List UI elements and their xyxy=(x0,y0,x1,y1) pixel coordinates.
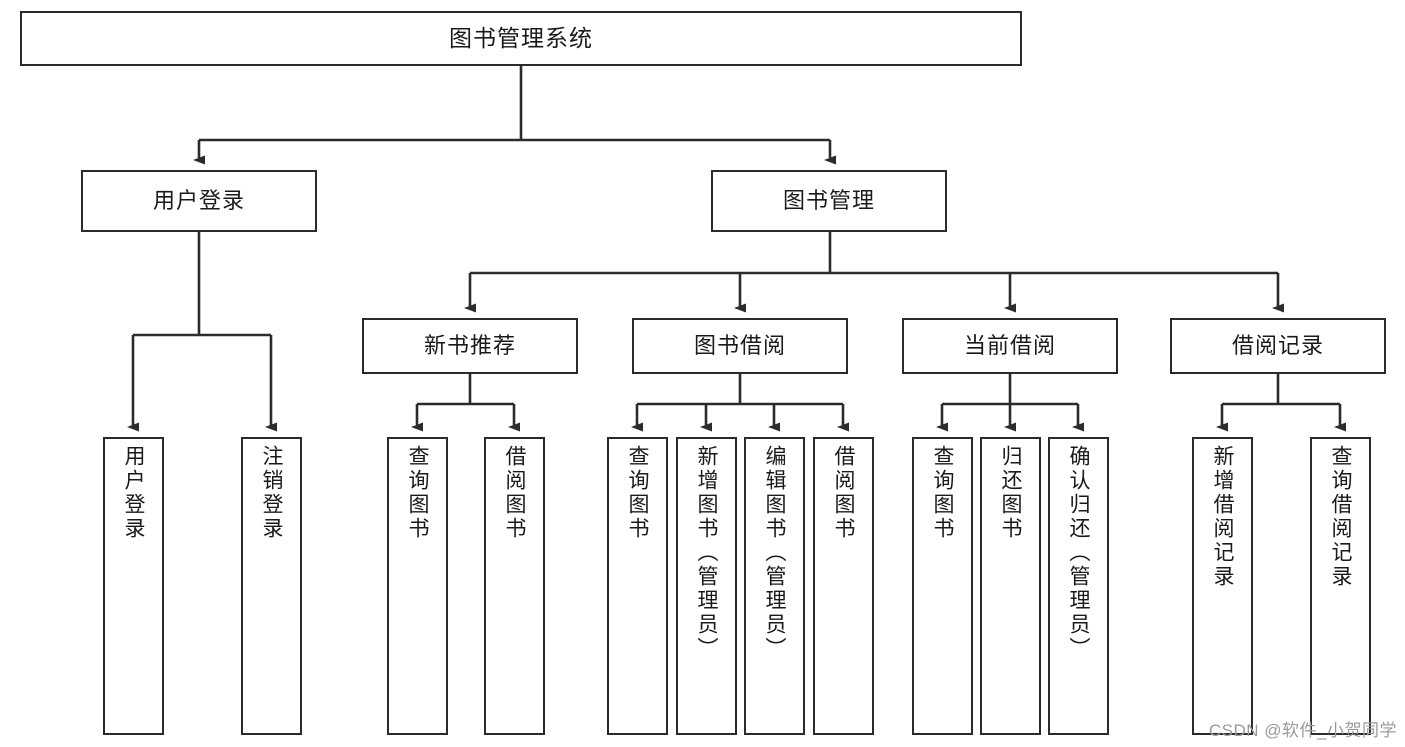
node-label: 归还图书 xyxy=(999,445,1022,541)
node-label: 图书借阅 xyxy=(693,333,786,359)
node-label: 图书管理系统 xyxy=(449,25,593,52)
node-label: 确认归还（管理员） xyxy=(1067,445,1090,661)
node-label: 借阅图书 xyxy=(832,445,855,541)
node-label: 新增借阅记录 xyxy=(1211,445,1234,589)
node-label: 用户登录 xyxy=(122,445,145,541)
node-label: 查询图书 xyxy=(931,445,954,541)
node-leaf-query-books-current[interactable]: 查询图书 xyxy=(912,437,973,735)
node-leaf-return-books[interactable]: 归还图书 xyxy=(980,437,1041,735)
node-leaf-edit-book-admin[interactable]: 编辑图书（管理员） xyxy=(744,437,805,735)
node-label: 注销登录 xyxy=(260,445,283,541)
node-label: 当前借阅 xyxy=(963,333,1056,359)
node-label: 图书管理 xyxy=(782,188,875,214)
node-leaf-query-books-recommend[interactable]: 查询图书 xyxy=(387,437,448,735)
node-label: 查询图书 xyxy=(406,445,429,541)
node-leaf-borrow-books-recommend[interactable]: 借阅图书 xyxy=(484,437,545,735)
node-book-management[interactable]: 图书管理 xyxy=(711,170,947,232)
node-label: 借阅记录 xyxy=(1231,333,1324,359)
node-leaf-confirm-return-admin[interactable]: 确认归还（管理员） xyxy=(1048,437,1109,735)
node-label: 用户登录 xyxy=(152,188,245,214)
node-root-book-management-system[interactable]: 图书管理系统 xyxy=(20,11,1022,66)
node-label: 借阅图书 xyxy=(503,445,526,541)
node-leaf-logout[interactable]: 注销登录 xyxy=(241,437,302,735)
node-book-borrowing[interactable]: 图书借阅 xyxy=(632,318,848,374)
node-borrowing-records[interactable]: 借阅记录 xyxy=(1170,318,1386,374)
node-label: 查询图书 xyxy=(626,445,649,541)
node-leaf-user-login[interactable]: 用户登录 xyxy=(103,437,164,735)
node-leaf-add-book-admin[interactable]: 新增图书（管理员） xyxy=(676,437,737,735)
node-label: 新增图书（管理员） xyxy=(695,445,718,661)
node-leaf-query-books-borrow[interactable]: 查询图书 xyxy=(607,437,668,735)
node-new-book-recommendation[interactable]: 新书推荐 xyxy=(362,318,578,374)
node-label: 编辑图书（管理员） xyxy=(763,445,786,661)
node-user-login[interactable]: 用户登录 xyxy=(81,170,317,232)
node-label: 新书推荐 xyxy=(423,333,516,359)
node-leaf-borrow-books[interactable]: 借阅图书 xyxy=(813,437,874,735)
node-leaf-query-borrow-record[interactable]: 查询借阅记录 xyxy=(1310,437,1371,735)
node-leaf-add-borrow-record[interactable]: 新增借阅记录 xyxy=(1192,437,1253,735)
node-label: 查询借阅记录 xyxy=(1329,445,1352,589)
watermark-text: CSDN @软件_小贺同学 xyxy=(1208,721,1397,740)
node-current-borrowing[interactable]: 当前借阅 xyxy=(902,318,1118,374)
